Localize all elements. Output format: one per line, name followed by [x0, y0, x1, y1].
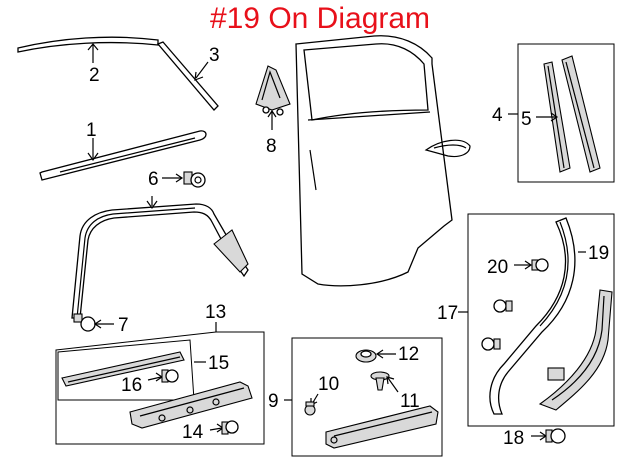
part-6-clip: [162, 171, 206, 188]
callout-20: 20: [487, 257, 508, 278]
callout-11: 11: [400, 391, 420, 412]
callout-3: 3: [209, 45, 220, 66]
callout-10: 10: [318, 374, 339, 395]
callout-1: 1: [86, 120, 97, 141]
part-glass-run-channel: [71, 196, 249, 319]
callout-16: 16: [121, 375, 142, 396]
part-quarter-molding: [325, 405, 439, 449]
part-2-roof-molding: [17, 36, 159, 63]
callout-7: 7: [118, 315, 129, 336]
callout-5: 5: [521, 109, 532, 130]
part-14-clip: [209, 420, 239, 435]
group-17-box: [467, 213, 615, 427]
part-7-clip: [73, 313, 114, 332]
part-1-belt-molding: [39, 130, 207, 181]
callout-6: 6: [148, 169, 159, 190]
callout-19: 19: [588, 243, 609, 264]
callout-13: 13: [205, 302, 226, 323]
part-15-rocker-molding: [61, 351, 185, 387]
part-rear-pillar-seal: [538, 289, 613, 411]
part-clip-extra-b: [481, 337, 501, 351]
group-4-box: [517, 43, 615, 183]
part-rocker-panel-cover: [129, 381, 253, 429]
callout-15: 15: [208, 353, 229, 374]
callout-8: 8: [266, 136, 277, 157]
callout-12: 12: [398, 344, 419, 365]
callout-2: 2: [89, 65, 100, 86]
callout-9: 9: [268, 391, 279, 412]
part-11-clip: [370, 371, 399, 393]
callout-4: 4: [492, 105, 503, 126]
part-clip-extra-a: [493, 299, 513, 313]
part-3-frame-molding: [156, 41, 219, 111]
rear-door: [295, 35, 471, 287]
callout-14: 14: [182, 422, 204, 443]
part-16-clip: [147, 369, 179, 383]
part-20-clip: [514, 258, 549, 272]
part-18-clip: [531, 428, 566, 444]
part-12-nut: [355, 349, 396, 363]
part-19-weatherstrip: [489, 217, 576, 415]
diagram-title: #19 On Diagram: [209, 2, 431, 35]
group-9-box: [291, 337, 443, 457]
part-10-screw: [304, 393, 319, 416]
group-13-box: [55, 331, 265, 445]
part-8-corner-cover: [255, 65, 291, 130]
callout-17: 17: [437, 303, 458, 324]
callout-18: 18: [503, 428, 524, 449]
